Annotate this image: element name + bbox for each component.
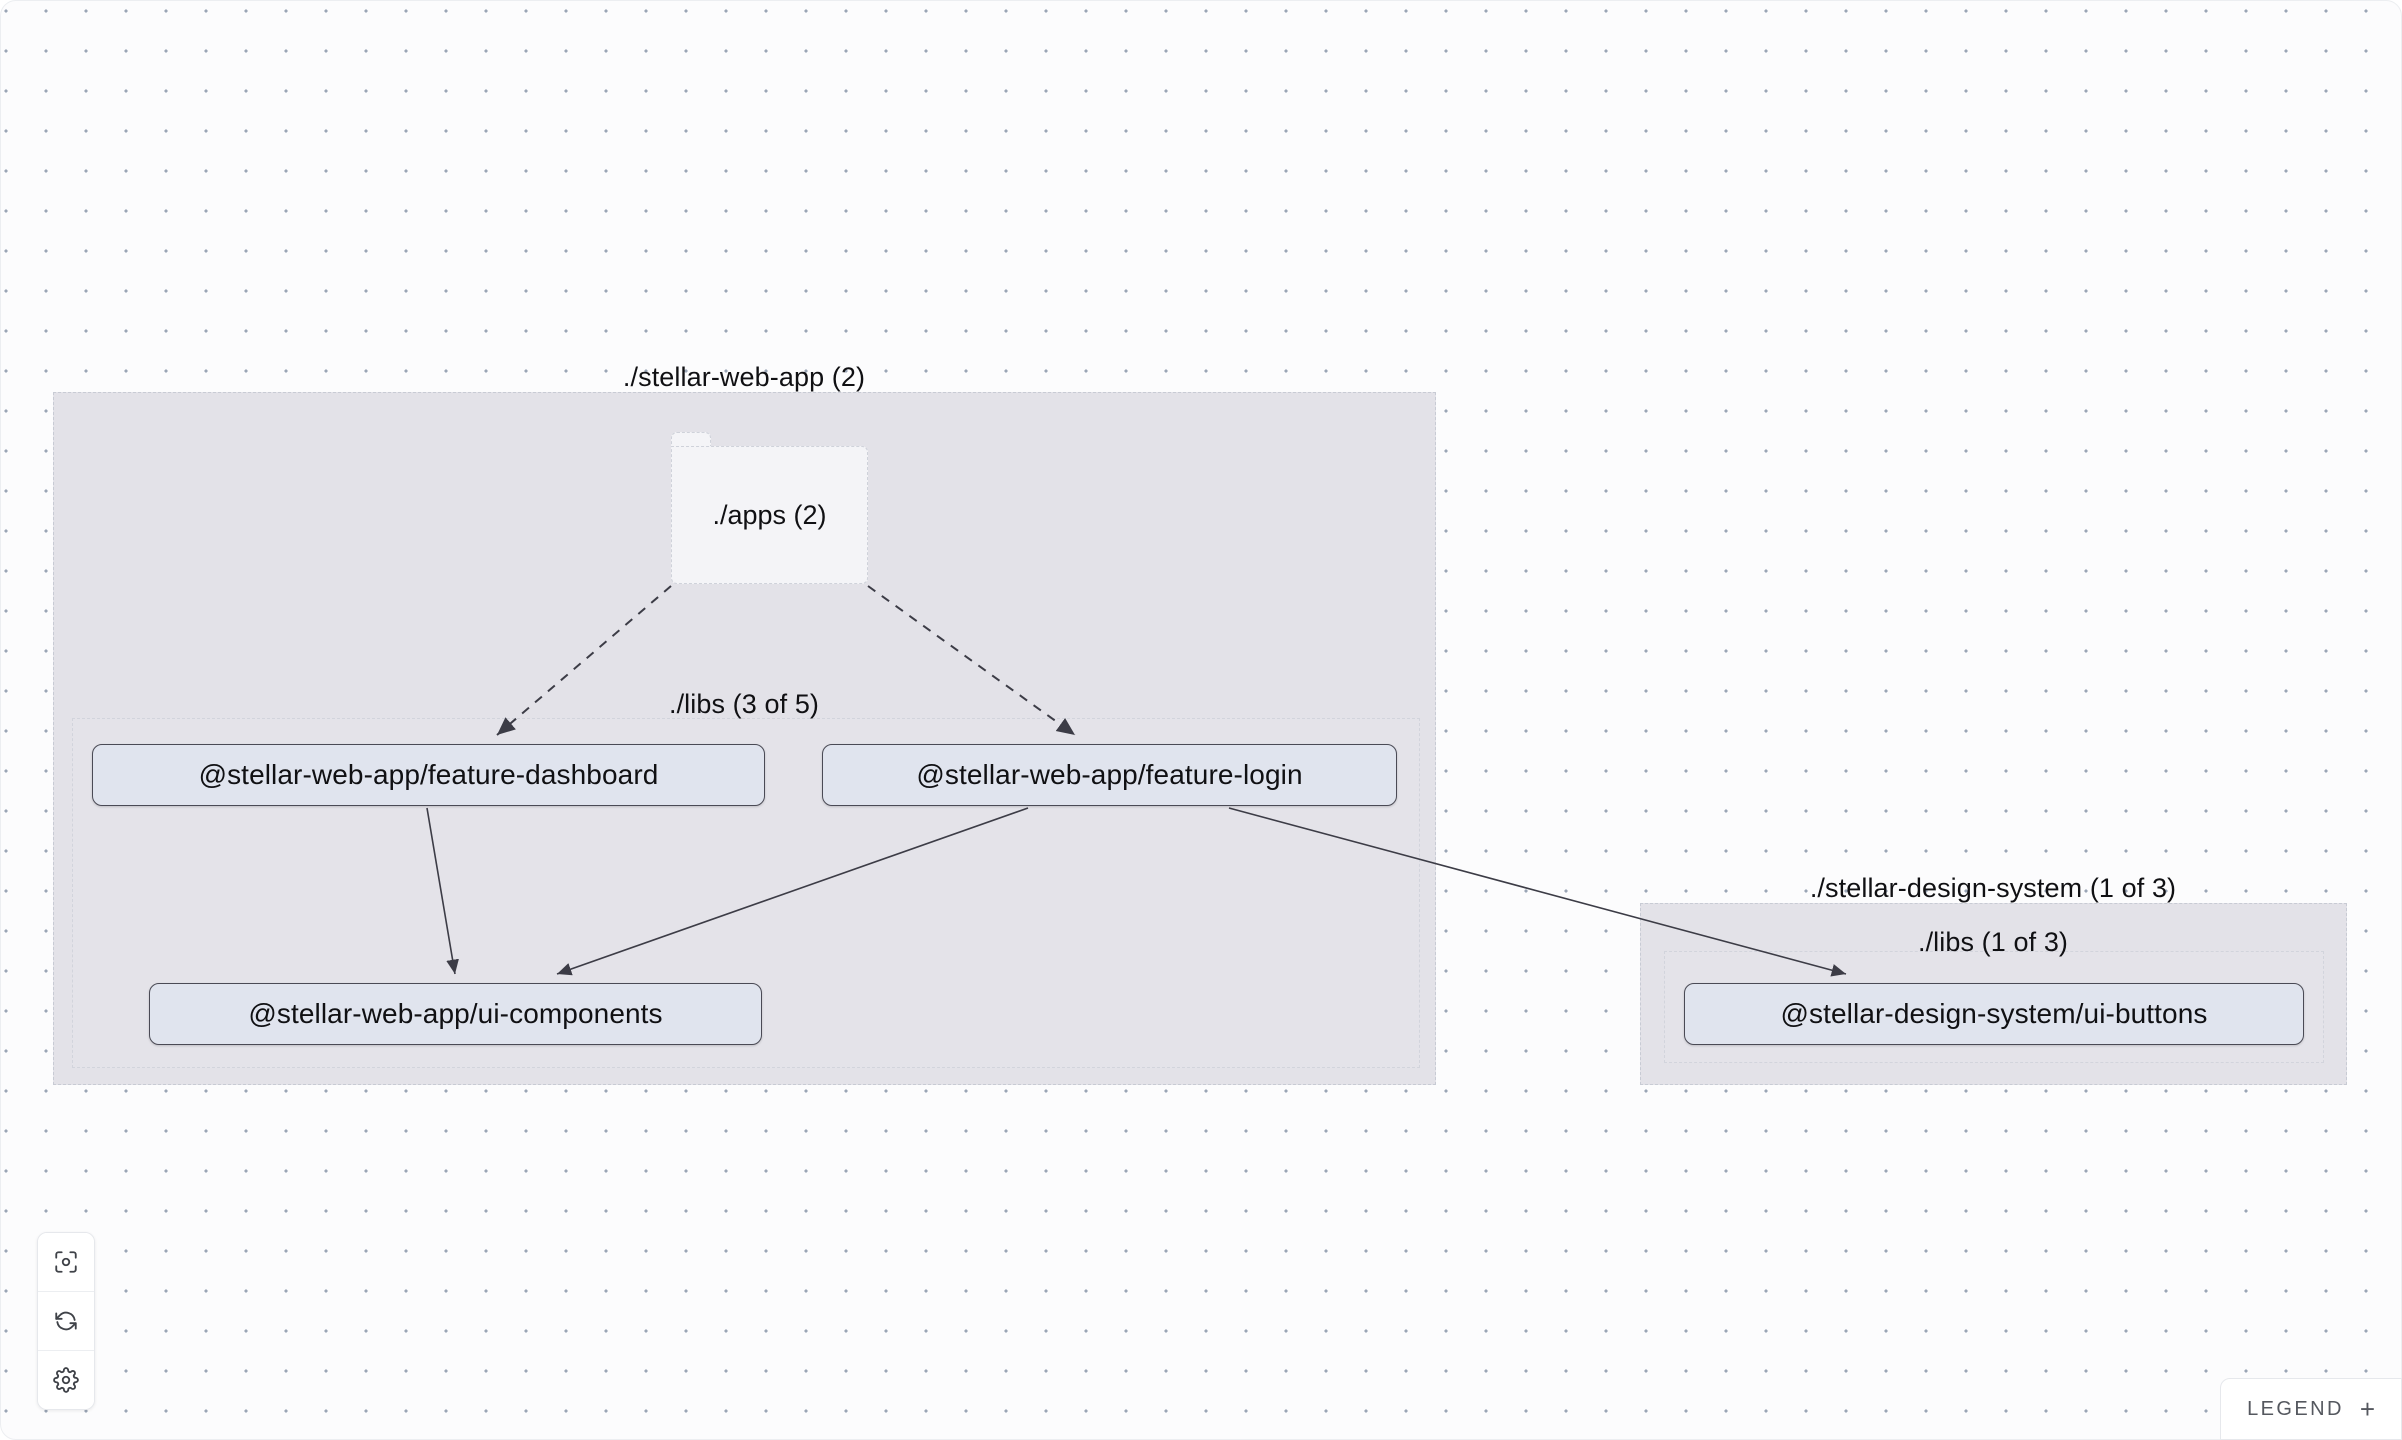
legend-label: LEGEND (2247, 1397, 2344, 1420)
focus-target-icon (53, 1249, 79, 1275)
folder-node-label: ./apps (2) (712, 499, 827, 530)
group-title-stellar-design-system-libs: ./libs (1 of 3) (1917, 927, 2069, 957)
graph-toolbar (37, 1232, 95, 1410)
gear-icon (53, 1367, 79, 1393)
settings-button[interactable] (38, 1351, 94, 1409)
folder-body: ./apps (2) (671, 446, 868, 584)
group-title-stellar-web-app-libs: ./libs (3 of 5) (668, 689, 820, 719)
folder-tab (671, 432, 711, 449)
project-node-ui-buttons[interactable]: @stellar-design-system/ui-buttons (1684, 983, 2304, 1045)
project-node-label: @stellar-web-app/ui-components (248, 998, 663, 1029)
refresh-button[interactable] (38, 1292, 94, 1351)
project-node-label: @stellar-web-app/feature-dashboard (198, 759, 659, 790)
group-title-stellar-design-system: ./stellar-design-system (1 of 3) (1809, 873, 2177, 903)
folder-node-apps[interactable]: ./apps (2) (671, 432, 868, 584)
refresh-icon (53, 1308, 79, 1334)
project-node-feature-dashboard[interactable]: @stellar-web-app/feature-dashboard (92, 744, 765, 806)
project-node-label: @stellar-web-app/feature-login (916, 759, 1303, 790)
legend-panel[interactable]: LEGEND + (2220, 1378, 2402, 1440)
project-node-label: @stellar-design-system/ui-buttons (1780, 998, 2208, 1029)
project-node-feature-login[interactable]: @stellar-web-app/feature-login (822, 744, 1397, 806)
project-node-ui-components[interactable]: @stellar-web-app/ui-components (149, 983, 762, 1045)
group-title-stellar-web-app: ./stellar-web-app (2) (622, 362, 866, 392)
legend-expand-icon: + (2359, 1394, 2375, 1424)
focus-graph-button[interactable] (38, 1233, 94, 1292)
